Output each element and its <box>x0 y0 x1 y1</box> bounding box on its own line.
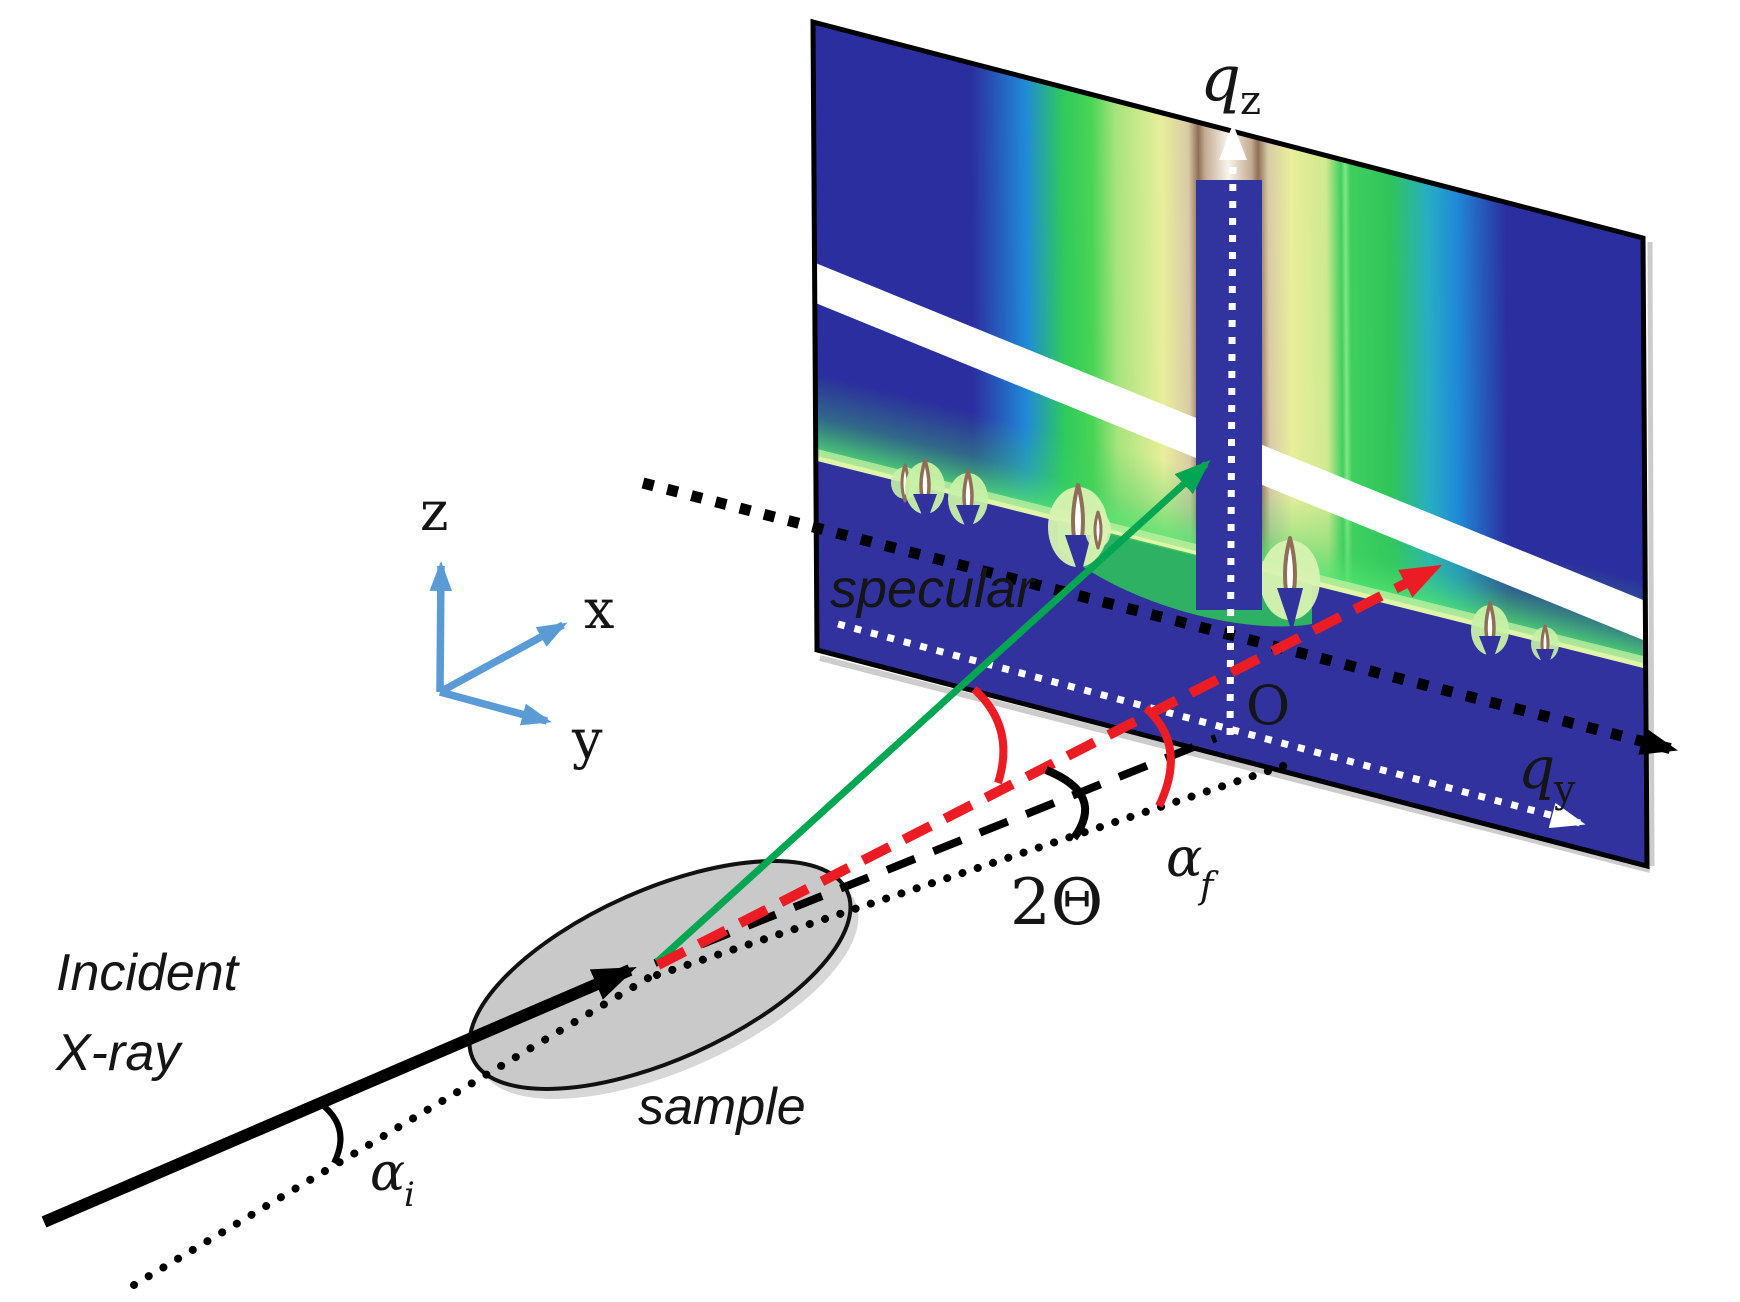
label-qy-sub: y <box>1553 767 1576 811</box>
label-alpha-i-base: α <box>370 1143 405 1203</box>
detector-panel <box>810 18 1655 873</box>
panel-shadow-right <box>1647 241 1655 867</box>
bragg-peaks <box>891 458 1559 672</box>
reciprocal-axes <box>837 124 1586 829</box>
incident-beam-arrow <box>41 964 637 1228</box>
x-axis-arrow <box>438 621 568 696</box>
alpha-f-arc <box>1143 705 1175 808</box>
label-two-theta: 2Θ <box>1010 866 1103 940</box>
qz-axis-dotted-line <box>1226 149 1237 743</box>
specular-beam-arrow <box>654 459 1211 965</box>
y-axis-arrow <box>439 688 552 726</box>
qz-arrowhead-icon <box>1219 124 1247 160</box>
label-axis-x: x <box>584 578 614 641</box>
direct-beam-dash-line <box>653 734 1218 967</box>
alpha-i-arc <box>318 1100 344 1165</box>
beamstop <box>1196 180 1262 610</box>
surface-horizon-exit-dotted-line <box>653 759 1296 979</box>
surface-horizon-incident-dotted-line <box>130 973 654 1289</box>
label-qy-base: q <box>1518 734 1555 802</box>
scattered-beam-dashed-arrow <box>655 563 1443 970</box>
z-axis-arrow <box>429 561 453 693</box>
lab-axes-triad <box>429 561 568 726</box>
label-incident-line1: Incident <box>56 944 241 1002</box>
detector-pattern <box>813 22 1647 866</box>
specular-exit-angle-arc <box>971 686 1008 785</box>
label-alpha-f-base: α <box>1166 826 1202 889</box>
panel-border <box>810 18 1650 870</box>
label-axis-y: y <box>571 708 603 771</box>
label-alpha-i-sub: i <box>404 1175 415 1215</box>
two-theta-arc <box>1044 766 1090 841</box>
label-specular: specular <box>830 559 1036 619</box>
label-qz-sub: z <box>1240 78 1261 124</box>
label-incident-line2: X-ray <box>55 1024 183 1082</box>
in-plane-dotted-arrow <box>641 477 1679 755</box>
label-alpha-f-sub: f <box>1197 866 1219 907</box>
label-sample: sample <box>638 1078 806 1136</box>
label-origin: O <box>1246 674 1290 737</box>
label-qz-base: q <box>1200 42 1241 116</box>
label-axis-z: z <box>420 480 448 543</box>
